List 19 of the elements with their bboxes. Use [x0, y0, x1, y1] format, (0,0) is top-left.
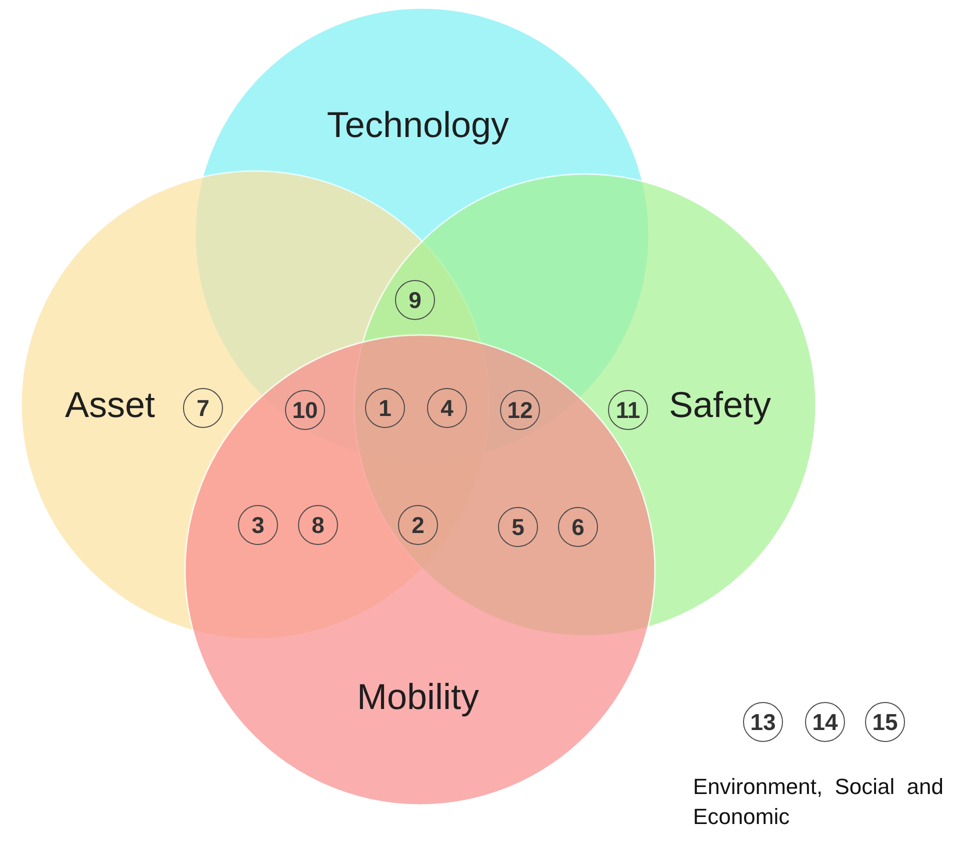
set-label: Asset — [64, 384, 156, 426]
note-text: Environment, Social and Economic — [693, 773, 944, 831]
numbered-circle: 8 — [298, 505, 338, 545]
numbered-circle: 7 — [183, 388, 223, 428]
numbered-circle: 10 — [285, 390, 325, 430]
numbered-circle: 5 — [498, 507, 538, 547]
numbered-circle: 13 — [743, 702, 783, 742]
numbered-circle: 4 — [427, 388, 467, 428]
numbered-circle: 6 — [558, 507, 598, 547]
numbered-circle: 1 — [365, 388, 405, 428]
numbered-circle: 12 — [500, 390, 540, 430]
set-label: Safety — [668, 384, 772, 426]
numbered-circle: 3 — [238, 505, 278, 545]
set-label: Technology — [326, 104, 510, 146]
numbered-circle: 9 — [395, 280, 435, 320]
numbered-circle: 2 — [398, 505, 438, 545]
set-label: Mobility — [356, 676, 480, 718]
numbered-circle: 15 — [865, 702, 905, 742]
numbered-circle: 14 — [805, 702, 845, 742]
